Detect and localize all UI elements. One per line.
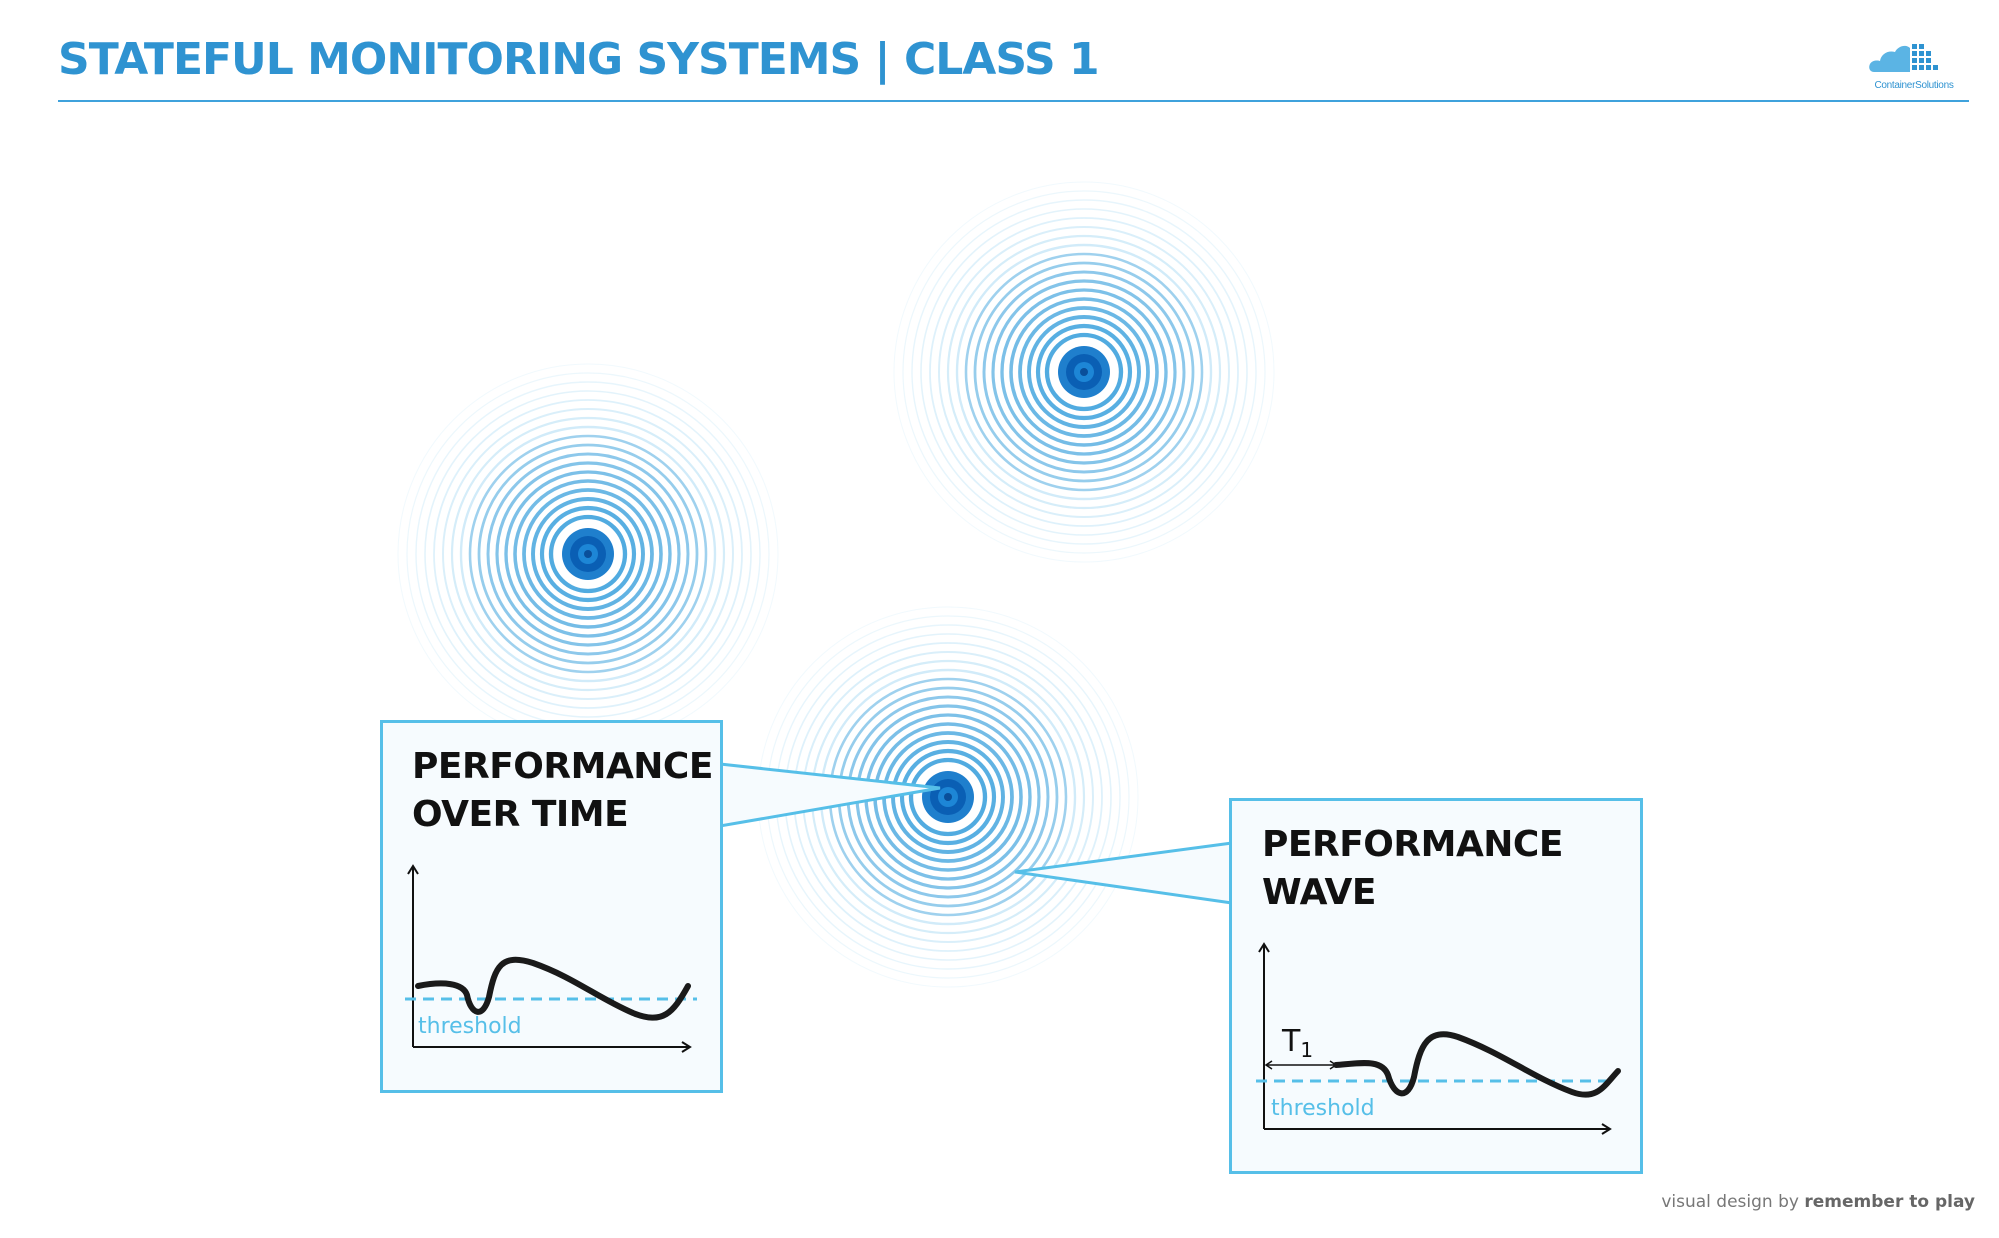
ripple-ring [468,434,708,674]
ripple-ring [973,261,1195,483]
signal-ripple-icon [397,363,779,745]
ripple-ring [946,234,1222,510]
threshold-label: threshold [418,1014,522,1039]
ripple-ring [513,479,663,629]
ripple-ring [522,488,654,620]
performance-curve [1333,1031,1621,1098]
ripple-ring [1044,332,1124,412]
card-title: PERFORMANCE WAVE [1262,824,1563,913]
page-title: STATEFUL MONITORING SYSTEMS | CLASS 1 [58,34,1100,85]
ripple-core [584,550,592,558]
ripple-ring [1018,306,1150,438]
mini-chart: T1 threshold [1256,942,1621,1135]
ripple-ring [548,514,628,594]
ripple-ring [902,190,1266,554]
ripple-ring [893,181,1275,563]
ripple-ring [531,497,645,611]
threshold-label: threshold [1271,1096,1375,1121]
ripple-core [944,793,952,801]
ripple-ring [1035,323,1133,421]
performance-curve [415,956,691,1021]
ripple-ring [908,757,988,837]
ripple-ring [1027,315,1141,429]
ripple-ring [504,470,672,638]
ripple-ring [486,452,690,656]
ripple-ring [1000,288,1168,456]
ripple-ring [920,208,1248,536]
ripple-ring [1009,297,1159,447]
ripple-ring [938,226,1230,518]
cloud-grid-logo-icon [1869,44,1938,72]
signal-ripple-icon [757,606,1139,988]
ripple-ring [899,748,997,846]
ripple-ring [539,505,637,603]
ripple-ring [929,217,1239,527]
signal-ripple-icon [893,181,1275,563]
ripple-ring [911,199,1257,545]
ripple-ring [991,279,1177,465]
ripple-ring [955,243,1213,501]
ripple-ring [424,390,752,718]
card-title: PERFORMANCE OVER TIME [412,746,713,835]
ripple-ring [450,416,726,692]
ripple-ring [982,270,1186,474]
ripple-ring [495,461,681,647]
ripple-ring [459,425,717,683]
logo-wordmark: ContainerSolutions [1874,80,1954,91]
mini-chart: threshold [405,864,697,1053]
card-performance-wave: PERFORMANCE WAVE T1 threshold [1229,798,1643,1174]
callout-pointer-wave [1014,841,1234,905]
design-credit: visual design by remember to play [1661,1192,1975,1212]
card-performance-over-time: PERFORMANCE OVER TIME threshold [380,720,723,1093]
ripple-core [1080,368,1088,376]
interval-label: T1 [1281,1024,1313,1062]
title-divider [58,100,1969,102]
ripple-ring [477,443,699,665]
ripple-ring [442,408,734,700]
ripple-ring [433,399,743,709]
ripple-ring [964,252,1204,492]
